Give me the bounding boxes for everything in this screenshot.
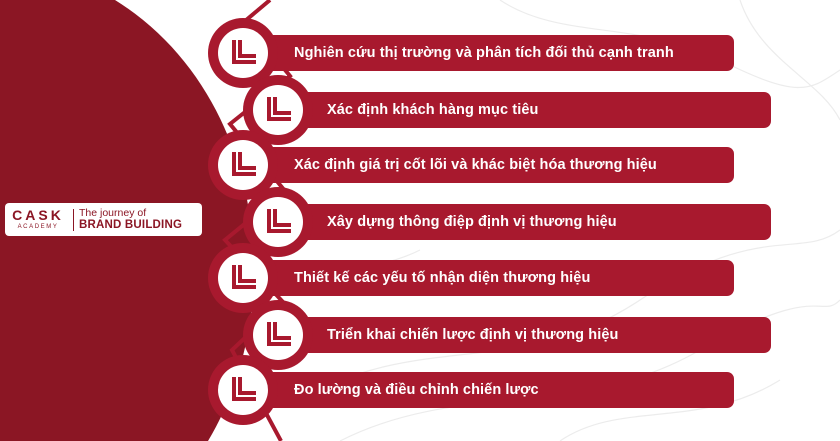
step-1: Nghiên cứu thị trường và phân tích đối t…: [208, 18, 734, 88]
step-label: Triển khai chiến lược định vị thương hiệ…: [327, 327, 619, 343]
step-7: Đo lường và điều chỉnh chiến lược: [208, 355, 734, 425]
logo-sub-text: ACADEMY: [17, 224, 59, 230]
logo-tagline-top: The journey of: [79, 207, 147, 219]
step-5: Thiết kế các yếu tố nhận diện thương hiệ…: [208, 243, 734, 313]
step-label: Xây dựng thông điệp định vị thương hiệu: [327, 214, 617, 230]
step-bar: Triển khai chiến lược định vị thương hiệ…: [283, 317, 771, 353]
step-3: Xác định giá trị cốt lõi và khác biệt hó…: [208, 130, 734, 200]
step-6: Triển khai chiến lược định vị thương hiệ…: [243, 300, 771, 370]
double-chevron-down-left-icon: [232, 377, 256, 401]
step-bar: Xây dựng thông điệp định vị thương hiệu: [283, 204, 771, 240]
step-bar: Nghiên cứu thị trường và phân tích đối t…: [248, 35, 734, 71]
double-chevron-down-left-icon: [232, 40, 256, 64]
step-label: Xác định khách hàng mục tiêu: [327, 102, 539, 118]
step-2: Xác định khách hàng mục tiêu: [243, 75, 771, 145]
step-label: Xác định giá trị cốt lõi và khác biệt hó…: [294, 157, 657, 173]
step-icon-badge: [208, 355, 278, 425]
double-chevron-down-left-icon: [267, 97, 291, 121]
step-bar: Đo lường và điều chỉnh chiến lược: [248, 372, 734, 408]
double-chevron-down-left-icon: [267, 209, 291, 233]
step-bar: Xác định khách hàng mục tiêu: [283, 92, 771, 128]
step-label: Thiết kế các yếu tố nhận diện thương hiệ…: [294, 270, 591, 286]
step-label: Đo lường và điều chỉnh chiến lược: [294, 382, 539, 398]
step-bar: Thiết kế các yếu tố nhận diện thương hiệ…: [248, 260, 734, 296]
logo-divider: [73, 208, 74, 231]
step-icon-badge: [208, 130, 278, 200]
logo-tagline: The journey of BRAND BUILDING: [79, 207, 182, 232]
double-chevron-down-left-icon: [232, 152, 256, 176]
logo-tagline-bottom: BRAND BUILDING: [79, 219, 183, 231]
cask-academy-logo: CASK ACADEMY The journey of BRAND BUILDI…: [5, 203, 202, 236]
step-bar: Xác định giá trị cốt lõi và khác biệt hó…: [248, 147, 734, 183]
logo-wordmark: CASK ACADEMY: [5, 208, 71, 231]
step-label: Nghiên cứu thị trường và phân tích đối t…: [294, 45, 674, 61]
double-chevron-down-left-icon: [267, 322, 291, 346]
logo-brand-text: CASK: [12, 207, 64, 223]
step-icon-badge: [243, 300, 313, 370]
double-chevron-down-left-icon: [232, 265, 256, 289]
